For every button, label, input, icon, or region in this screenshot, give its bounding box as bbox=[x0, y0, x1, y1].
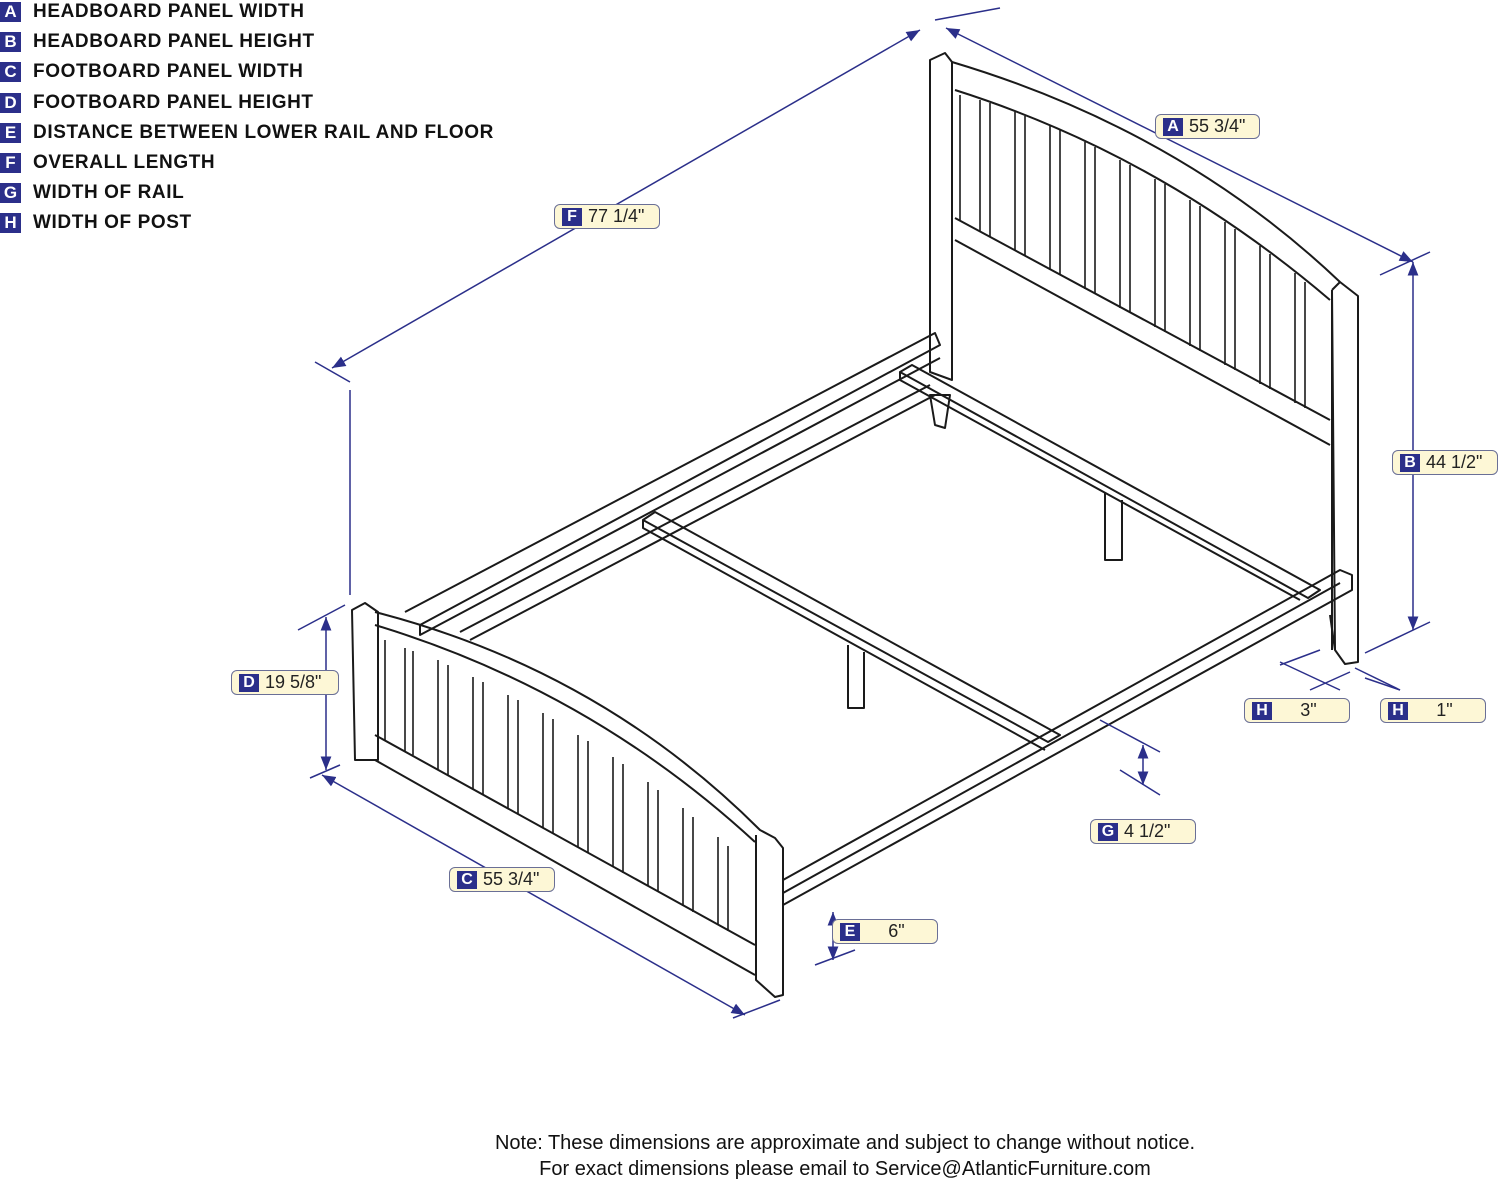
legend-label: HEADBOARD PANEL WIDTH bbox=[33, 1, 305, 23]
headboard bbox=[929, 52, 1359, 665]
dimension-h-post-width-label: H 1" bbox=[1380, 698, 1486, 723]
dimension-value: 55 3/4" bbox=[483, 869, 540, 889]
dimension-f-label: F 77 1/4" bbox=[554, 204, 660, 229]
dimension-f-line bbox=[331, 29, 921, 369]
legend-item-d: D FOOTBOARD PANEL HEIGHT bbox=[0, 88, 494, 118]
dimension-badge: C bbox=[457, 870, 477, 889]
dimension-badge: D bbox=[239, 673, 259, 692]
dimension-b-label: B 44 1/2" bbox=[1392, 450, 1498, 475]
legend-label: WIDTH OF RAIL bbox=[33, 182, 185, 204]
legend-badge: F bbox=[0, 153, 21, 174]
legend-badge: E bbox=[0, 122, 21, 143]
footboard bbox=[351, 602, 784, 998]
legend-label: HEADBOARD PANEL HEIGHT bbox=[33, 31, 315, 53]
dimension-value: 6" bbox=[888, 921, 905, 941]
legend-label: FOOTBOARD PANEL WIDTH bbox=[33, 61, 304, 83]
dimension-h1-line bbox=[1279, 661, 1341, 691]
legend-label: OVERALL LENGTH bbox=[33, 152, 216, 174]
legend-item-b: B HEADBOARD PANEL HEIGHT bbox=[0, 27, 494, 57]
dimension-badge: H bbox=[1252, 701, 1272, 720]
dimension-h2-line bbox=[1364, 677, 1401, 691]
dimension-value: 3" bbox=[1300, 700, 1317, 720]
dimension-value: 77 1/4" bbox=[588, 206, 645, 226]
dimension-value: 19 5/8" bbox=[265, 672, 322, 692]
legend-item-a: A HEADBOARD PANEL WIDTH bbox=[0, 0, 494, 27]
legend-item-h: H WIDTH OF POST bbox=[0, 208, 494, 238]
dimension-badge: F bbox=[562, 207, 582, 226]
legend-badge: B bbox=[0, 32, 21, 53]
dimension-badge: G bbox=[1098, 822, 1118, 841]
dimension-a-label: A 55 3/4" bbox=[1155, 114, 1260, 139]
side-rails bbox=[404, 332, 1353, 906]
dimension-badge: A bbox=[1163, 117, 1183, 136]
dimension-value: 4 1/2" bbox=[1124, 821, 1171, 841]
dimension-badge: E bbox=[840, 922, 860, 941]
legend-badge: H bbox=[0, 213, 21, 234]
dimension-lines bbox=[297, 7, 1431, 1019]
dimension-d-label: D 19 5/8" bbox=[231, 670, 339, 695]
bed-line-art bbox=[351, 52, 1359, 998]
dimension-c-label: C 55 3/4" bbox=[449, 867, 555, 892]
note-line-1: Note: These dimensions are approximate a… bbox=[494, 1132, 1196, 1154]
dimension-a-line bbox=[945, 27, 1414, 263]
dimension-value: 55 3/4" bbox=[1189, 116, 1246, 136]
legend-item-c: C FOOTBOARD PANEL WIDTH bbox=[0, 57, 494, 87]
legend-label: FOOTBOARD PANEL HEIGHT bbox=[33, 91, 314, 113]
legend-label: WIDTH OF POST bbox=[33, 212, 192, 234]
legend-badge: A bbox=[0, 2, 21, 23]
legend-badge: D bbox=[0, 92, 21, 113]
dimension-g-label: G 4 1/2" bbox=[1090, 819, 1196, 844]
dimension-h-post-depth-label: H 3" bbox=[1244, 698, 1350, 723]
legend-item-g: G WIDTH OF RAIL bbox=[0, 178, 494, 208]
legend-badge: G bbox=[0, 183, 21, 204]
dimension-badge: B bbox=[1400, 453, 1420, 472]
legend-badge: C bbox=[0, 62, 21, 83]
dimension-value: 1" bbox=[1436, 700, 1453, 720]
dimension-c-line bbox=[321, 774, 746, 1016]
legend-item-f: F OVERALL LENGTH bbox=[0, 148, 494, 178]
dimension-e-label: E 6" bbox=[832, 919, 938, 944]
dimension-badge: H bbox=[1388, 701, 1408, 720]
note-line-2: For exact dimensions please email to Ser… bbox=[539, 1158, 1151, 1180]
dimension-value: 44 1/2" bbox=[1426, 452, 1483, 472]
